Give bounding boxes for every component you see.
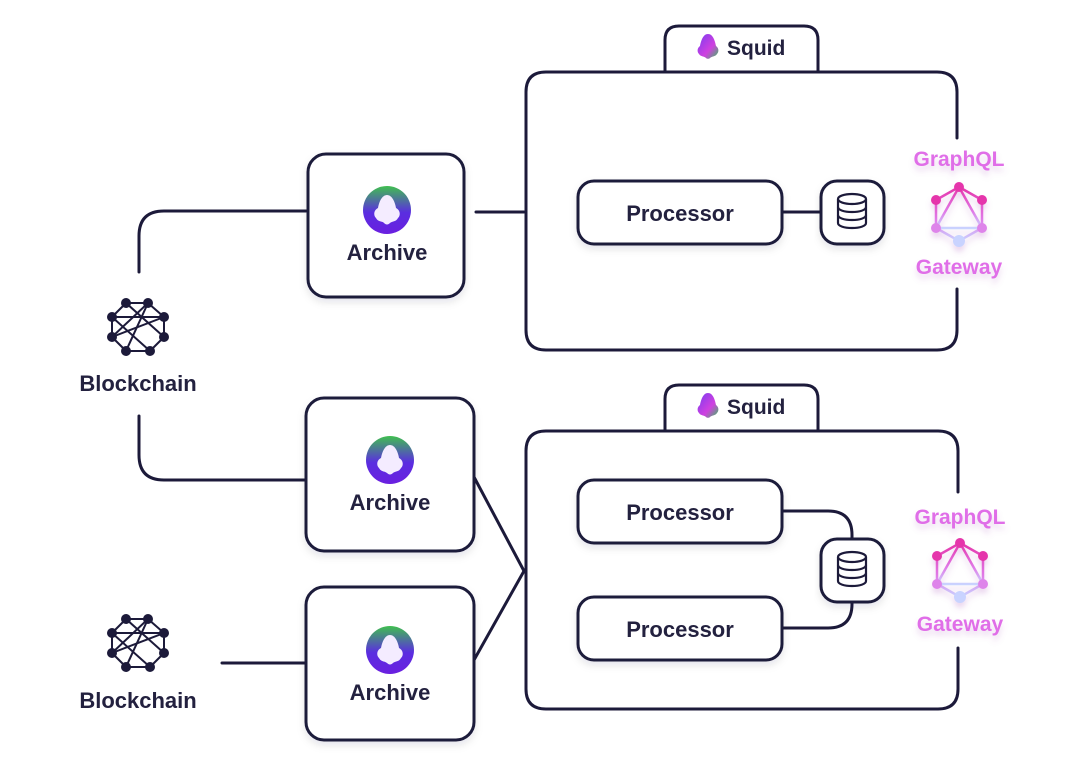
archive-label: Archive xyxy=(350,680,431,705)
blockchain-network-icon xyxy=(106,297,170,357)
graphql-gateway: GraphQL Gateway xyxy=(913,148,1004,279)
squid-container: Squid Processor GraphQL Gateway xyxy=(524,24,1005,352)
archive-node: Archive xyxy=(304,585,476,742)
processor-label: Processor xyxy=(626,201,734,226)
connector-blockchain1-archive2 xyxy=(137,414,308,482)
blockchain-network-icon xyxy=(106,613,170,673)
gateway-subtitle: Gateway xyxy=(916,256,1003,279)
archive-label: Archive xyxy=(350,490,431,515)
database-node xyxy=(819,537,886,604)
connector-archive3-squid2 xyxy=(472,569,526,662)
processor-label: Processor xyxy=(626,500,734,525)
squid-tab-label: Squid xyxy=(727,396,785,419)
processor-node: Processor xyxy=(576,595,784,662)
database-node xyxy=(819,179,886,246)
graphql-icon xyxy=(929,180,989,249)
squid-tab-label: Squid xyxy=(727,37,785,60)
connector-archive2-squid2 xyxy=(472,475,526,573)
gateway-subtitle: Gateway xyxy=(917,613,1004,636)
archive-label: Archive xyxy=(347,240,428,265)
connectors xyxy=(137,209,854,665)
archive-logo-icon xyxy=(366,436,414,484)
squid-box xyxy=(524,70,959,352)
gateway-title: GraphQL xyxy=(913,148,1004,171)
connector-blockchain1-archive1 xyxy=(137,209,308,274)
processor-node: Processor xyxy=(576,179,784,246)
squid-container: Squid Processor Processor GraphQL Gatewa… xyxy=(524,383,1006,711)
blockchain-node: Blockchain xyxy=(79,613,197,713)
blockchain-label: Blockchain xyxy=(79,688,196,713)
graphql-icon xyxy=(930,536,990,605)
processor-node: Processor xyxy=(576,478,784,545)
connector-processor2-db-2 xyxy=(780,600,854,630)
blockchain-node: Blockchain xyxy=(79,297,197,396)
connector-processor1-db-2 xyxy=(780,509,854,541)
squid-box xyxy=(524,429,960,711)
archive-logo-icon xyxy=(366,626,414,674)
archive-node: Archive xyxy=(306,152,466,299)
graphql-gateway: GraphQL Gateway xyxy=(914,506,1005,636)
processor-label: Processor xyxy=(626,617,734,642)
archive-node: Archive xyxy=(304,396,476,553)
blockchain-label: Blockchain xyxy=(79,371,196,396)
gateway-title: GraphQL xyxy=(914,506,1005,529)
archive-logo-icon xyxy=(363,186,411,234)
